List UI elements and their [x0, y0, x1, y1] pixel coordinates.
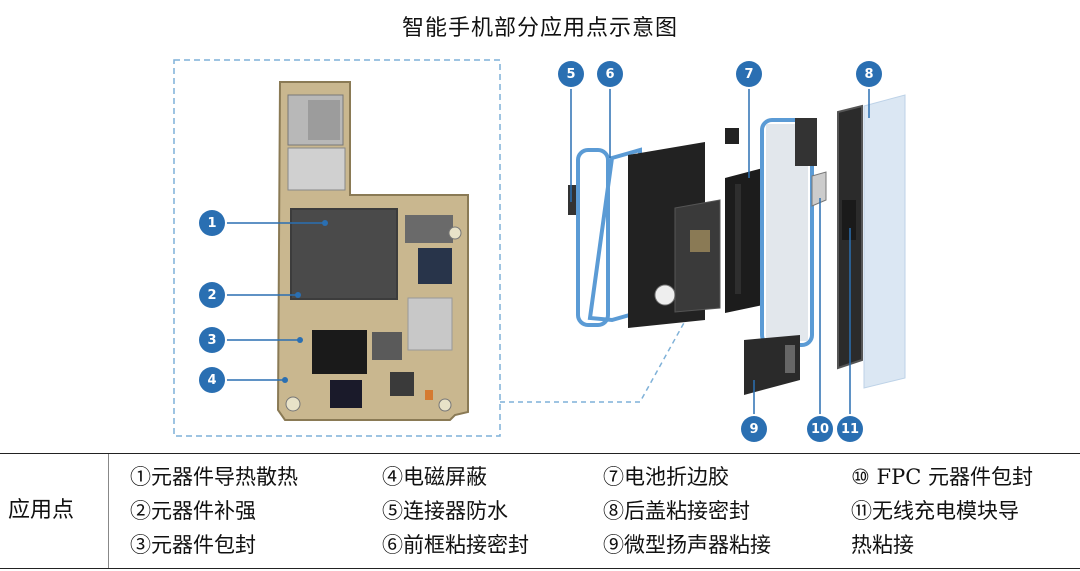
table-cell: ④电磁屏蔽: [382, 465, 487, 489]
phone-diagram: 1 2 3 4 5 6 7 8 9 10 11: [0, 50, 1080, 450]
battery: [725, 168, 763, 313]
callout-3: 3: [199, 327, 225, 353]
motherboard: [276, 81, 469, 421]
connector-part: [568, 185, 576, 215]
logic-board: [674, 199, 721, 313]
callout-2: 2: [199, 282, 225, 308]
callout-5: 5: [558, 61, 584, 87]
callout-9: 9: [741, 416, 767, 442]
callout-7: 7: [736, 61, 762, 87]
motherboard-dashed-frame: [173, 59, 501, 437]
front-frame: [576, 147, 642, 327]
callout-8: 8: [856, 61, 882, 87]
mid-frame: [760, 118, 817, 347]
table-column-3: ⑦电池折边胶 ⑧后盖粘接密封 ⑨微型扬声器粘接: [603, 460, 771, 562]
table-column-2: ④电磁屏蔽 ⑤连接器防水 ⑥前框粘接密封: [382, 460, 529, 562]
callout-10: 10: [807, 416, 833, 442]
callout-4: 4: [199, 367, 225, 393]
callout-11: 11: [837, 416, 863, 442]
small-part: [725, 128, 739, 144]
table-cell: ⑧后盖粘接密封: [603, 499, 750, 523]
table-cell: 热粘接: [851, 533, 914, 557]
callout-6: 6: [597, 61, 623, 87]
table-column-1: ①元器件导热散热 ②元器件补强 ③元器件包封: [130, 460, 298, 562]
diagram-drawing: [173, 59, 906, 437]
table-cell: ⑪无线充电模块导: [851, 499, 1019, 523]
table-cell: ①元器件导热散热: [130, 465, 298, 489]
table-cell: ③元器件包封: [130, 533, 256, 557]
table-divider: [108, 454, 109, 568]
back-film: [863, 94, 906, 389]
table-cell: ⑩ FPC 元器件包封: [851, 465, 1033, 489]
figure-title: 智能手机部分应用点示意图: [401, 16, 678, 41]
callout-1: 1: [199, 210, 225, 236]
row-header: 应用点: [8, 498, 75, 523]
table-cell: ⑨微型扬声器粘接: [603, 533, 771, 557]
table-cell: ⑥前框粘接密封: [382, 533, 529, 557]
application-table: 应用点 ①元器件导热散热 ②元器件补强 ③元器件包封 ④电磁屏蔽 ⑤连接器防水 …: [0, 453, 1080, 569]
table-cell: ⑦电池折边胶: [603, 465, 729, 489]
connector-dashed-line: [500, 311, 691, 403]
table-cell: ⑤连接器防水: [382, 499, 508, 523]
table-cell: ②元器件补强: [130, 499, 256, 523]
table-column-4: ⑩ FPC 元器件包封 ⑪无线充电模块导 热粘接: [851, 460, 1033, 562]
fpc-part: [811, 171, 827, 207]
